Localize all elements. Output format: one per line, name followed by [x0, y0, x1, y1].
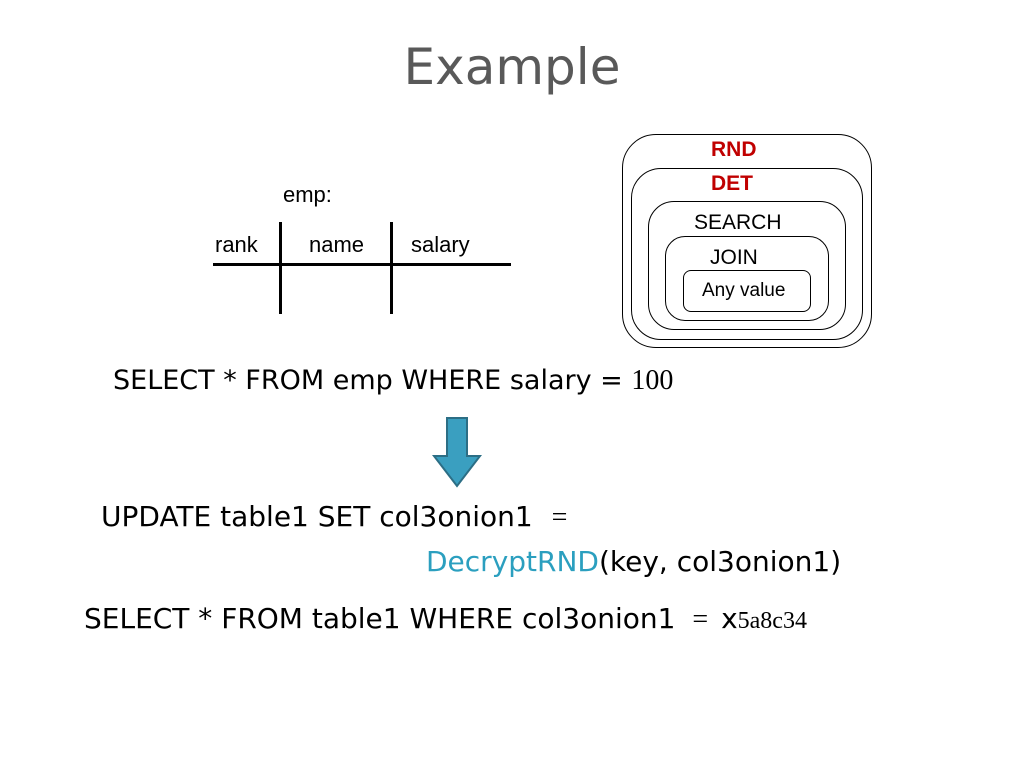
update-query-equals: =: [551, 502, 568, 533]
down-arrow-icon: [432, 417, 482, 488]
onion-label-any-value: Any value: [702, 280, 786, 301]
column-divider-2: [390, 222, 393, 314]
column-name: name: [309, 232, 365, 257]
select-query-ciphertext: 5a8c34: [737, 608, 807, 634]
original-query-text: SELECT * FROM emp WHERE salary =: [113, 365, 632, 396]
select-query-text: SELECT * FROM table1 WHERE col3onion1: [84, 602, 676, 635]
column-salary: salary: [411, 232, 470, 257]
onion-layer-search: [648, 201, 846, 330]
rewritten-select-query: SELECT * FROM table1 WHERE col3onion1 = …: [84, 602, 807, 636]
onion-label-det: DET: [711, 172, 753, 195]
onion-label-join: JOIN: [710, 246, 758, 269]
select-query-x: x: [721, 602, 738, 635]
update-query-line2: DecryptRND(key, col3onion1): [426, 545, 841, 578]
onion-layer-any-value: [683, 270, 811, 312]
header-divider: [213, 263, 511, 266]
onion-layer-join: [665, 236, 829, 321]
onion-label-search: SEARCH: [694, 211, 782, 234]
column-rank: rank: [215, 232, 258, 257]
original-query: SELECT * FROM emp WHERE salary = 100: [113, 365, 673, 397]
decrypt-arguments: (key, col3onion1): [598, 545, 842, 578]
original-query-value: 100: [631, 365, 674, 396]
onion-layer-rnd: [622, 134, 872, 348]
update-query-line1: UPDATE table1 SET col3onion1 =: [101, 500, 567, 534]
select-query-equals: =: [692, 604, 709, 635]
decrypt-function: DecryptRND: [426, 545, 599, 578]
update-query-text: UPDATE table1 SET col3onion1: [101, 500, 533, 533]
slide-title: Example: [403, 38, 621, 96]
onion-layer-det: [631, 168, 863, 340]
onion-label-rnd: RND: [711, 138, 757, 161]
table-name: emp:: [283, 182, 332, 207]
column-divider-1: [279, 222, 282, 314]
